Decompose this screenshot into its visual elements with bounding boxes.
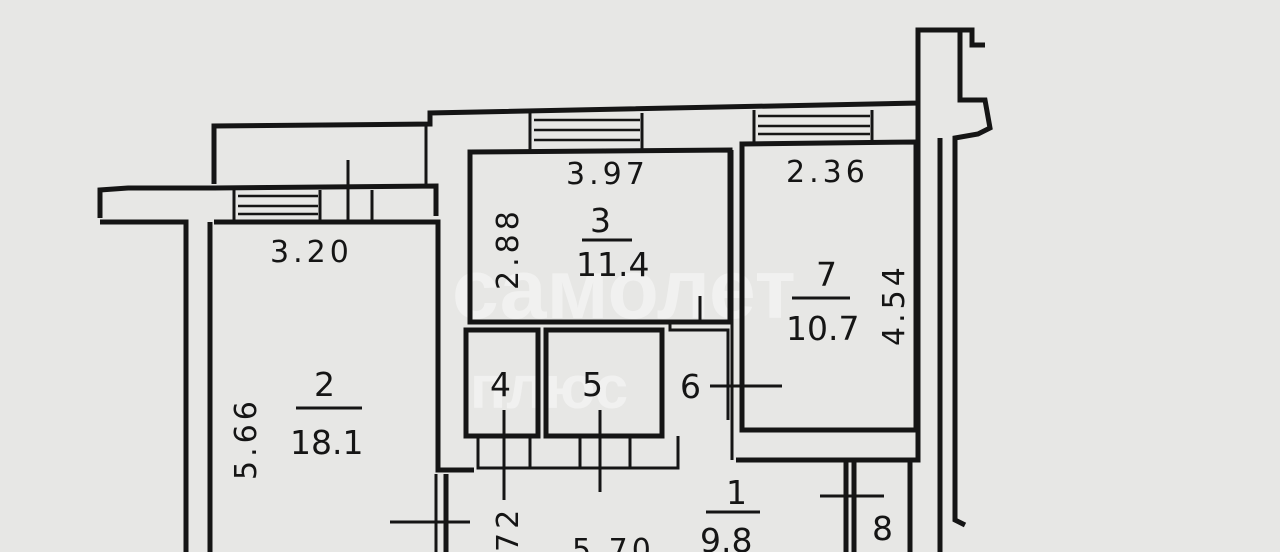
balcony [212,122,431,184]
watermark-sub: плюс [470,354,628,421]
room-3-depth-dim: 2.88 [491,207,526,290]
room-2-area: 18.1 [290,423,363,462]
room-2-outline [214,160,474,473]
room-1-number: 1 [726,473,747,512]
room-7-area: 10.7 [786,309,859,348]
room-1-partial-dim: 5.70 [572,533,655,552]
room-3-outline [467,113,733,325]
room-7-outline [730,110,919,460]
room-3-width-dim: 3.97 [566,157,649,192]
corridor-partial-dim: 72 [491,506,526,552]
room-5-number: 5 [582,365,603,404]
room-3-area: 11.4 [576,245,649,284]
room-6-number: 6 [680,367,701,406]
room-7-depth-dim: 4.54 [877,263,912,346]
room-7-number: 7 [816,255,837,294]
room-8-number: 8 [872,509,893,548]
room-2-number: 2 [314,365,335,404]
room-3-number: 3 [590,201,611,240]
room-2-width-dim: 3.20 [270,235,353,270]
room-7-width-dim: 2.36 [786,155,869,190]
room-6-outline [668,322,782,420]
room-2-depth-dim: 5.66 [229,397,264,480]
room-1-outline [390,410,602,552]
room-8-outline [820,462,913,552]
room-4-number: 4 [490,365,511,404]
room-1-area: 9.8 [700,521,752,552]
rooms-4-5-outline [463,327,680,470]
